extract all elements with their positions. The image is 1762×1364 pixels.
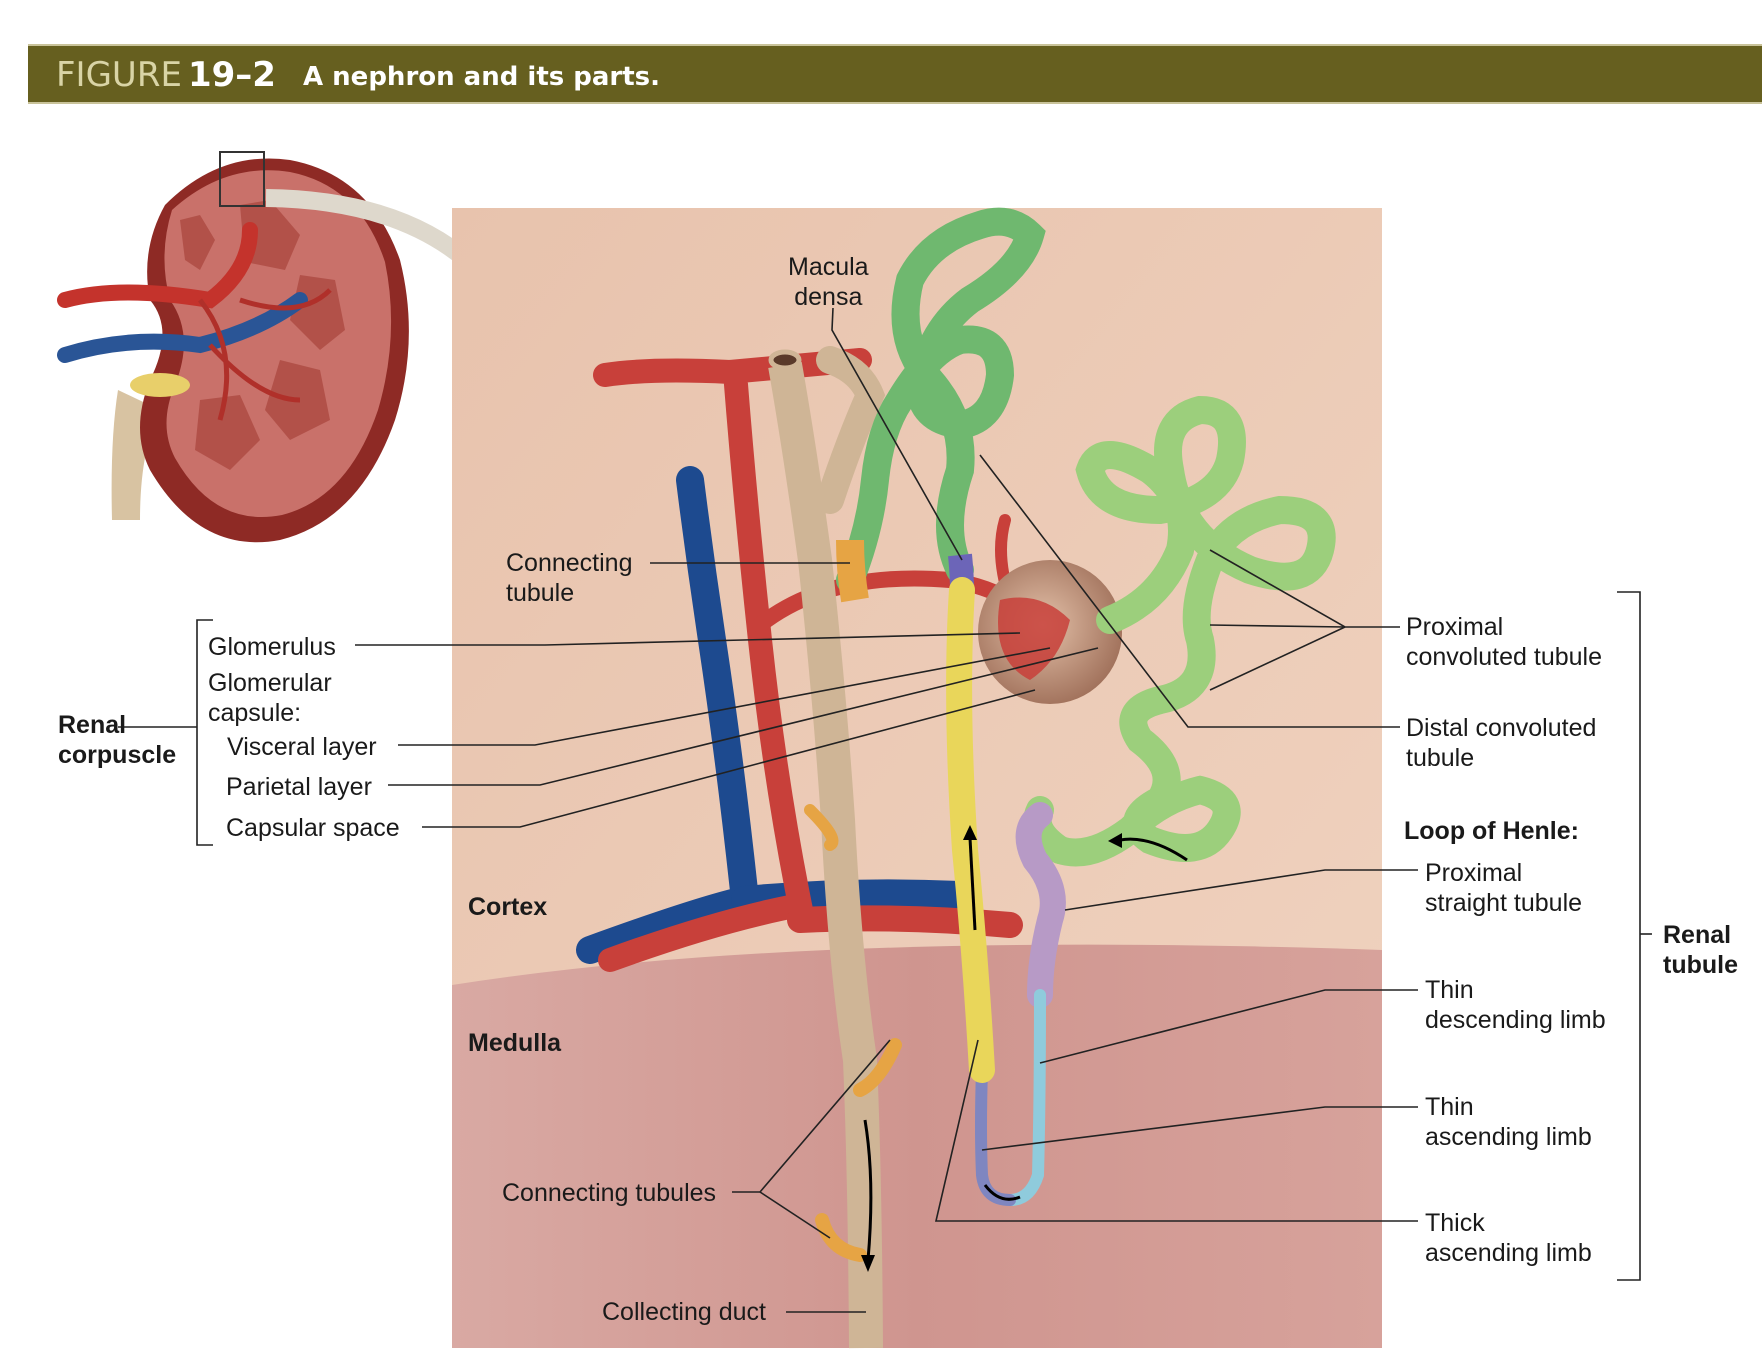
glomerulus-label: Glomerulus <box>208 633 336 661</box>
renal-fat <box>130 373 190 397</box>
flow-arrow-up <box>968 837 977 931</box>
tal-line-1: Thin <box>1425 1093 1474 1121</box>
visceral-layer-label: Visceral layer <box>227 733 377 761</box>
glomerulus <box>998 597 1070 680</box>
cortex-label: Cortex <box>468 893 548 921</box>
thick-line-1: Thick <box>1425 1209 1485 1237</box>
kidney-thumbnail <box>57 151 541 543</box>
leader-capsular-space <box>422 689 1036 828</box>
flow-arrowhead-up <box>963 825 977 840</box>
leader-pst <box>1064 869 1418 911</box>
thick-ascending-label: Thick ascending limb <box>1425 1208 1592 1268</box>
medulla-background <box>452 944 1382 1348</box>
renal-tubule-line-1: Renal <box>1663 921 1732 949</box>
dct-label: Distal convoluted tubule <box>1406 713 1596 773</box>
leader-lines <box>118 307 1652 1313</box>
renal-artery <box>57 222 258 309</box>
glomerular-capsule-label: Glomerular capsule: <box>208 668 332 728</box>
renal-pyramids <box>180 200 345 470</box>
pst-line-2: straight tubule <box>1425 889 1583 917</box>
leader-macula <box>831 307 963 561</box>
connecting-tubule-segment <box>836 539 869 603</box>
bracket-renal-tubule <box>1617 591 1641 1281</box>
thick-ascending-limb <box>946 577 995 1083</box>
leader-parietal <box>388 647 1099 786</box>
leader-thick <box>934 1039 1418 1222</box>
flow-arrowhead-pct <box>1108 833 1122 848</box>
bracket-renal-corpuscle <box>196 619 213 846</box>
proximal-convoluted-tubule <box>1046 395 1336 867</box>
tdl-line-1: Thin <box>1425 976 1474 1004</box>
connecting-tubule-small-3 <box>815 1213 867 1262</box>
glomerular-capsule-line-2: capsule: <box>208 699 302 727</box>
tal-line-2: ascending limb <box>1425 1123 1592 1151</box>
connecting-tubules-label: Connecting tubules <box>502 1179 717 1207</box>
pct-label: Proximal convoluted tubule <box>1406 612 1602 672</box>
renal-vein <box>57 292 308 363</box>
pct-line-2: convoluted tubule <box>1406 643 1602 671</box>
macula-densa-line-2: densa <box>794 283 863 311</box>
leader-connecting-tubules-2 <box>759 1191 831 1239</box>
flow-arrow-pct <box>1119 837 1188 862</box>
duct-lumen <box>768 349 802 371</box>
leader-pct-2 <box>1209 624 1346 628</box>
tdl-line-2: descending limb <box>1425 1006 1606 1034</box>
figure-caption: A nephron and its parts. <box>303 62 661 92</box>
collecting-duct <box>768 362 883 1349</box>
figure-prefix-text: FIGURE <box>56 55 182 95</box>
connecting-tubule-line-1: Connecting <box>506 549 633 577</box>
renal-tubule-label: Renal tubule <box>1663 920 1738 980</box>
loop-of-henle-heading: Loop of Henle: <box>1404 817 1579 845</box>
thin-descending-limb <box>1004 989 1046 1206</box>
medulla-label: Medulla <box>468 1029 562 1057</box>
glomerular-capsule-line-1: Glomerular <box>208 669 332 697</box>
connecting-tubule-small-2 <box>853 1038 902 1097</box>
figure-number: 19–2 <box>187 55 276 95</box>
pst-label: Proximal straight tubule <box>1425 858 1582 918</box>
renal-corpuscle-label: Renal corpuscle <box>58 710 176 770</box>
thick-line-2: ascending limb <box>1425 1239 1592 1267</box>
artery-vessel <box>593 348 872 972</box>
connecting-tubule-line-2: tubule <box>506 579 575 607</box>
pct-line-1: Proximal <box>1406 613 1504 641</box>
zoom-box <box>219 151 265 207</box>
renal-tubule-line-2: tubule <box>1663 951 1738 979</box>
macula-densa-label: Macula densa <box>788 252 869 312</box>
leader-tdl <box>1039 989 1418 1064</box>
thin-ascending-label: Thin ascending limb <box>1425 1092 1592 1152</box>
connecting-tubule-label: Connecting tubule <box>506 548 632 608</box>
leader-glomerulus <box>355 632 1021 646</box>
leader-pct-3 <box>1209 626 1346 691</box>
collecting-duct-label: Collecting duct <box>602 1298 766 1326</box>
distal-convoluted-tubule <box>836 207 1046 594</box>
kidney-vessels <box>198 288 332 421</box>
vein-vessel <box>576 466 761 964</box>
parietal-layer-label: Parietal layer <box>226 773 372 801</box>
leader-tal <box>981 1106 1418 1151</box>
connecting-tubule-small-1 <box>804 804 839 851</box>
flow-arrow-down <box>863 1119 873 1261</box>
flow-arrow-loop <box>983 1184 1021 1201</box>
thin-descending-label: Thin descending limb <box>1425 975 1606 1035</box>
pst-line-1: Proximal <box>1425 859 1523 887</box>
leader-visceral <box>398 647 1051 746</box>
leader-dct <box>979 454 1400 728</box>
thin-ascending-limb <box>975 1064 1016 1206</box>
capsular-space-label: Capsular space <box>226 814 400 842</box>
dct-line-2: tubule <box>1406 744 1475 772</box>
renal-corpuscle-line-1: Renal <box>58 711 127 739</box>
proximal-straight-tubule <box>1015 802 1066 1008</box>
flow-arrowhead-down <box>861 1255 875 1272</box>
renal-corpuscle-line-2: corpuscle <box>58 741 177 769</box>
collecting-duct-branch <box>816 346 886 514</box>
dct-line-1: Distal convoluted <box>1406 714 1597 742</box>
macula-densa-line-1: Macula <box>788 253 869 281</box>
